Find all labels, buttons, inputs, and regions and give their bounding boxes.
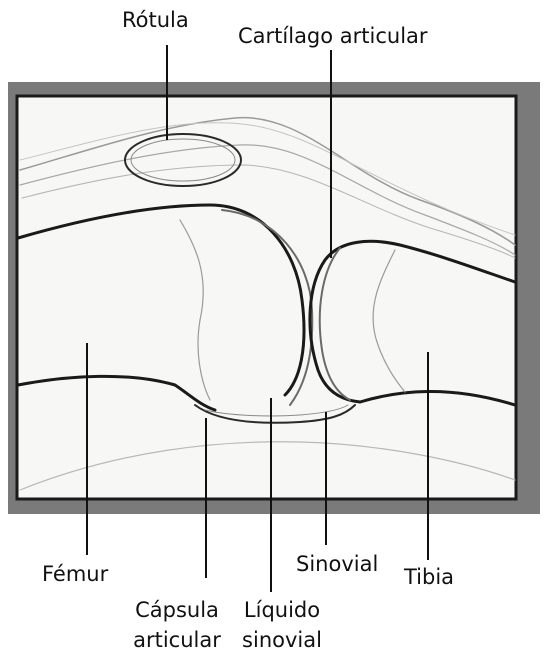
label-capsula-line1: Cápsula (122, 598, 232, 622)
label-liquido-sinovial: Líquido sinovial (232, 598, 332, 652)
label-liquido-line2: sinovial (232, 628, 332, 652)
label-sinovial: Sinovial (296, 552, 378, 576)
label-tibia: Tibia (404, 565, 454, 589)
label-femur: Fémur (42, 562, 108, 586)
label-rotula: Rótula (122, 8, 189, 32)
label-capsula-articular: Cápsula articular (122, 598, 232, 652)
drawing-panel (17, 96, 516, 499)
label-cartilago-articular: Cartílago articular (238, 24, 428, 48)
label-capsula-line2: articular (122, 628, 232, 652)
label-liquido-line1: Líquido (232, 598, 332, 622)
